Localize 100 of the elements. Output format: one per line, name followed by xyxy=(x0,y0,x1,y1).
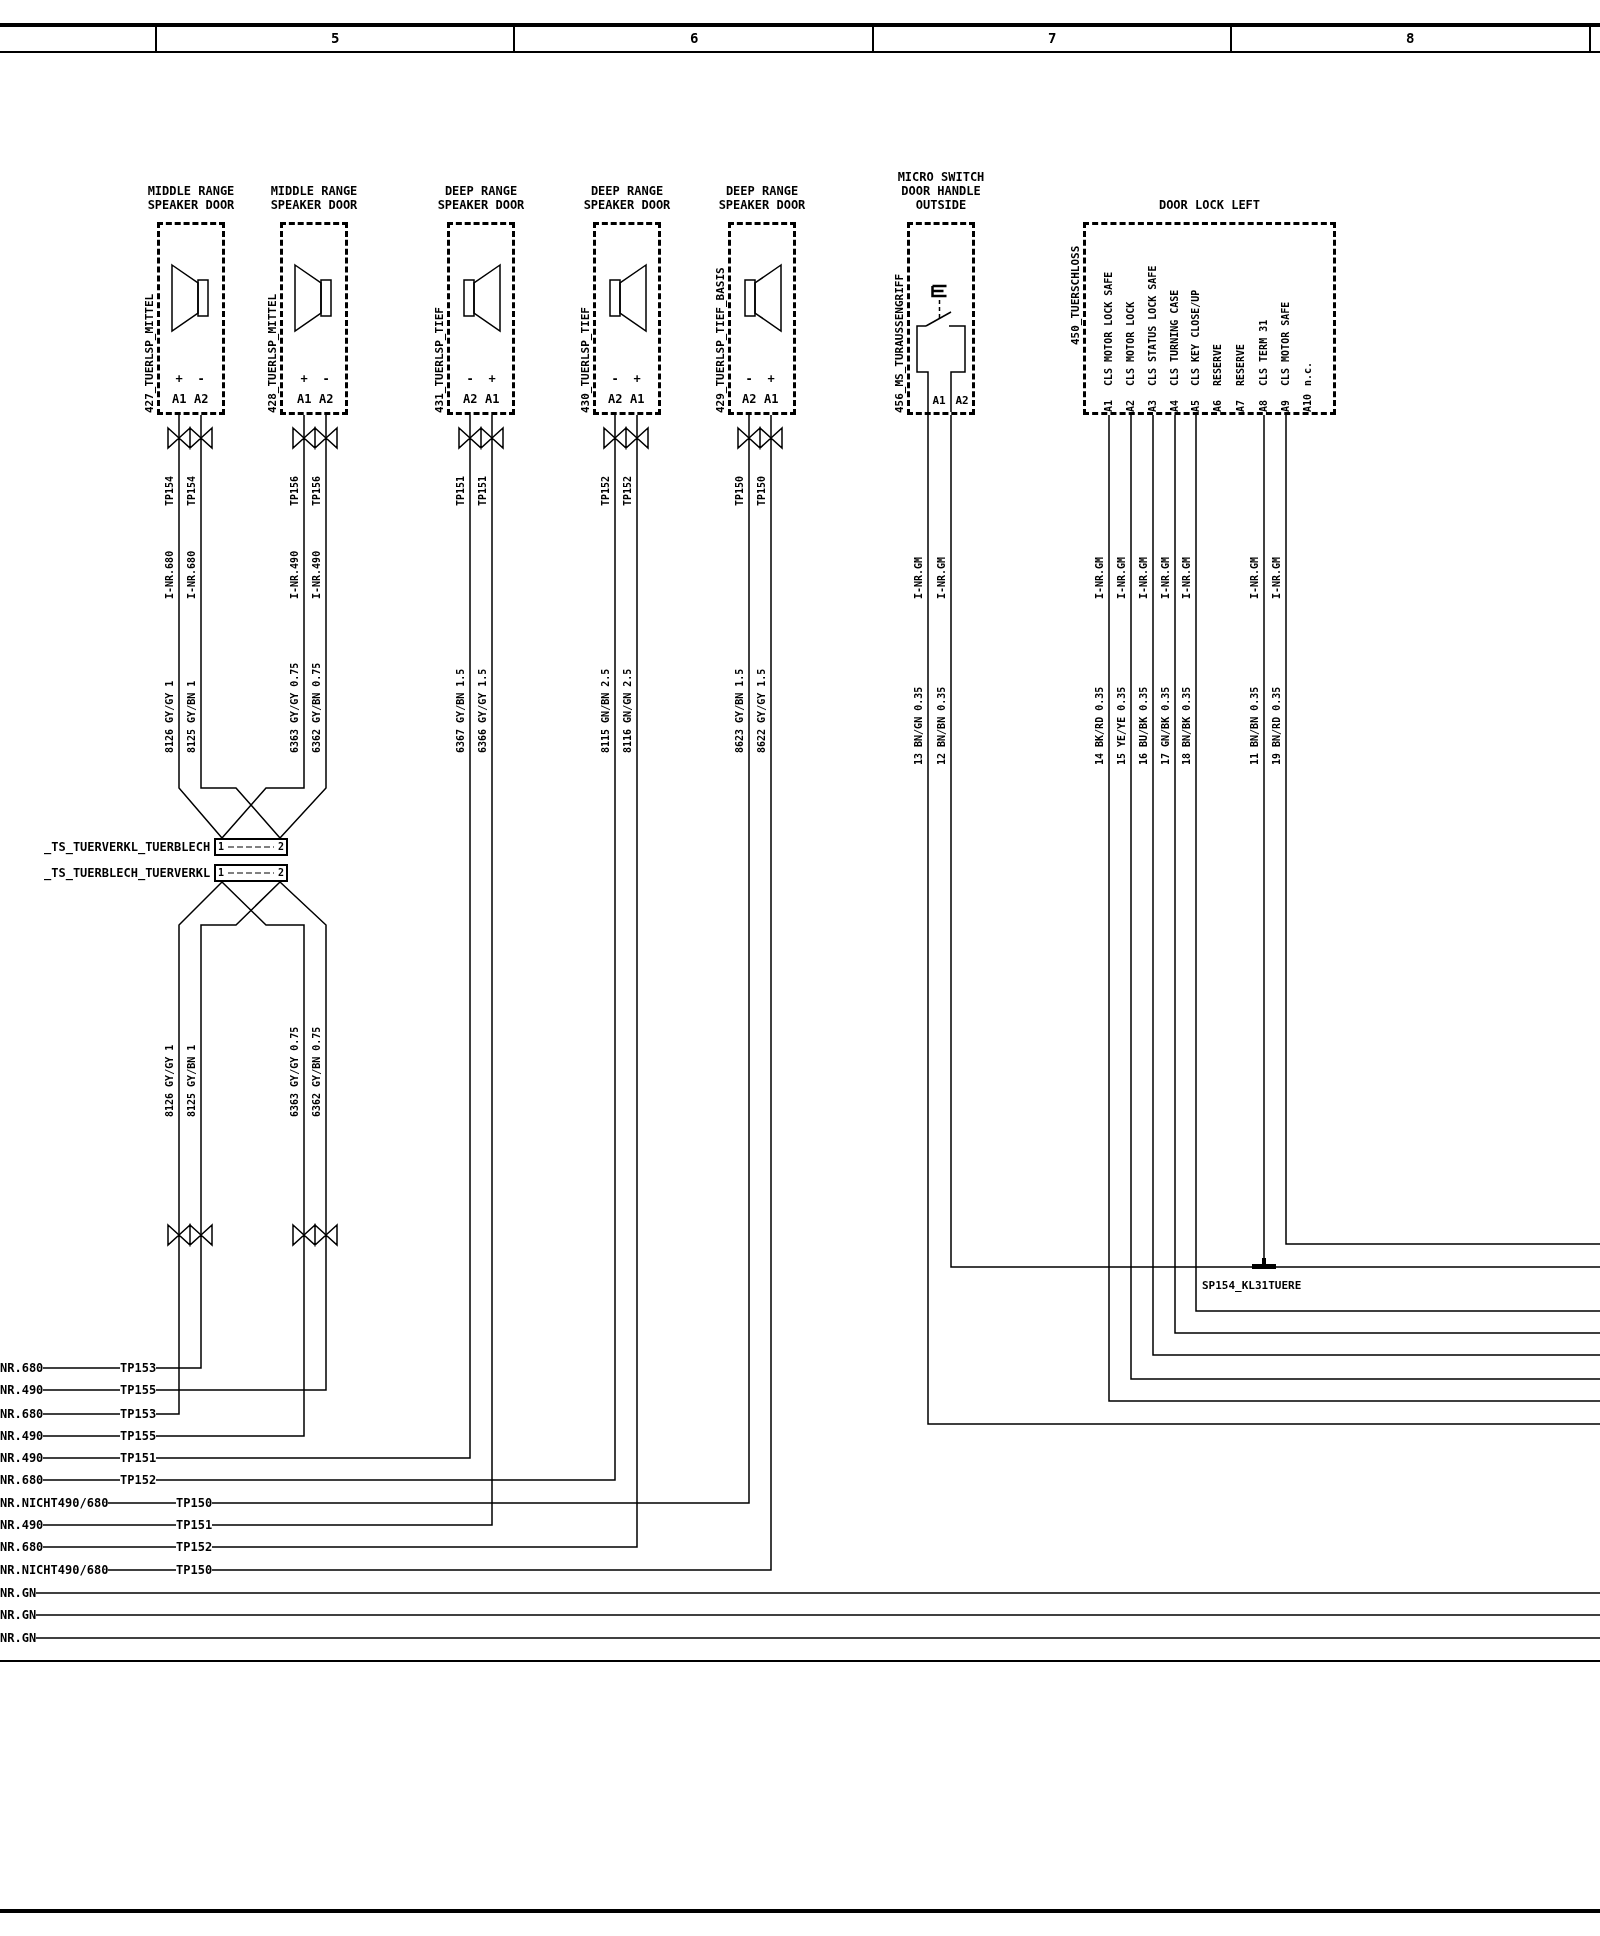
wire xyxy=(35,1614,1600,1616)
wire-label: TP151 xyxy=(455,475,467,506)
wire-label: TP151 xyxy=(120,1451,157,1465)
pin-label: A1 xyxy=(297,392,312,406)
wire xyxy=(155,881,327,1391)
wire-label: I-NR.490 xyxy=(289,550,301,599)
wire-label: 6362 GY/BN 0.75 xyxy=(311,1026,323,1117)
wire xyxy=(178,414,223,839)
pin-label: A3 xyxy=(1147,399,1159,412)
pin-function-label: CLS TERM 31 xyxy=(1258,319,1270,386)
pin-function-label: CLS TURNING CASE xyxy=(1169,289,1181,386)
wire xyxy=(155,881,305,1437)
wire-label: 14 BK/RD 0.35 xyxy=(1094,686,1106,765)
wire-label: TP152 xyxy=(176,1540,213,1554)
wire xyxy=(35,1637,1600,1639)
pin-function-label: RESERVE xyxy=(1235,343,1247,386)
pin-function-label: RESERVE xyxy=(1212,343,1224,386)
wire-label: TP156 xyxy=(289,475,301,506)
wire xyxy=(950,414,1201,1268)
pin-label: 1 xyxy=(218,841,225,853)
wire-label: NR.680 xyxy=(0,1540,44,1554)
wire-label: I-NR.GM xyxy=(1094,556,1106,599)
wire xyxy=(221,414,305,839)
pin-label: 2 xyxy=(278,841,285,853)
wire-label: I-NR.GM xyxy=(1271,556,1283,599)
pin-label: A1 xyxy=(172,392,187,406)
pin-label: A8 xyxy=(1258,399,1270,412)
wire xyxy=(1339,1266,1600,1268)
wire-label: TP150 xyxy=(756,475,768,506)
column-number: 5 xyxy=(331,30,340,46)
wire xyxy=(155,414,471,1459)
pin-label: A1 xyxy=(764,392,779,406)
column-number: 6 xyxy=(690,30,699,46)
wire-label: I-NR.GM xyxy=(1138,556,1150,599)
wire-label: TP150 xyxy=(734,475,746,506)
wire-label: 16 BU/BK 0.35 xyxy=(1138,686,1150,765)
wire-label: TP153 xyxy=(120,1407,157,1421)
wire-label: 17 GN/BK 0.35 xyxy=(1160,686,1172,765)
wire xyxy=(35,1592,1600,1594)
wire-label: TP150 xyxy=(176,1496,213,1510)
wire xyxy=(200,414,281,839)
wire-label: NR.490 xyxy=(0,1451,44,1465)
wire-label: 15 YE/YE 0.35 xyxy=(1116,686,1128,765)
wire-label: 19 BN/RD 0.35 xyxy=(1271,686,1283,765)
pin-function-label: CLS MOTOR LOCK xyxy=(1125,301,1137,386)
wire-label: TP151 xyxy=(176,1518,213,1532)
wire-label: 8622 GY/GY 1.5 xyxy=(756,668,768,753)
wire-label: TP152 xyxy=(600,475,612,506)
wire-label: I-NR.GM xyxy=(1116,556,1128,599)
wire-label: NR.490 xyxy=(0,1383,44,1397)
pin-label: A2 xyxy=(608,392,623,406)
wire-label: NR.NICHT490/680 xyxy=(0,1496,109,1510)
wire-label: TP152 xyxy=(120,1473,157,1487)
pin-label: A1 xyxy=(485,392,500,406)
pin-label: A7 xyxy=(1235,399,1247,412)
pin-label: A1 xyxy=(1103,399,1115,412)
wire-label: I-NR.490 xyxy=(311,550,323,599)
pin-label: A2 xyxy=(194,392,209,406)
connector-code: _TS_TUERBLECH_TUERVERKL xyxy=(44,866,211,880)
wire-label: I-NR.GM xyxy=(936,556,948,599)
wire xyxy=(155,881,281,1369)
wire xyxy=(211,414,493,1526)
wire-label: TP150 xyxy=(176,1563,213,1577)
pin-label: A2 xyxy=(955,393,969,407)
pin-function-label: CLS KEY CLOSE/UP xyxy=(1190,289,1202,386)
wire xyxy=(155,881,223,1415)
pin-label: A5 xyxy=(1190,399,1202,412)
wire-label: NR.NICHT490/680 xyxy=(0,1563,109,1577)
wire-label: TP152 xyxy=(622,475,634,506)
pin-function-label: n.c. xyxy=(1302,361,1314,386)
wire xyxy=(279,414,327,839)
pin-function-label: CLS STATUS LOCK SAFE xyxy=(1147,265,1159,386)
pin-label: A6 xyxy=(1212,399,1224,412)
connector-code: _TS_TUERVERKL_TUERBLECH xyxy=(44,840,211,854)
pin-function-label: CLS MOTOR LOCK SAFE xyxy=(1103,271,1115,386)
wire-label: I-NR.680 xyxy=(186,550,198,599)
pin-label: A2 xyxy=(319,392,334,406)
wire xyxy=(211,414,638,1548)
component-code: 431_TUERLSP_TIEF xyxy=(432,307,446,413)
component-code: 427_TUERLSP_MITTEL xyxy=(142,293,156,413)
component-code: 456_MS_TURAUSSENGRIFF xyxy=(892,273,906,413)
wire-label: 6362 GY/BN 0.75 xyxy=(311,662,323,753)
wire xyxy=(1285,414,1600,1245)
wire-label: I-NR.GM xyxy=(1181,556,1193,599)
pin-label: A1 xyxy=(630,392,645,406)
wire-label: 6367 GY/BN 1.5 xyxy=(455,668,467,753)
wire-label: TP156 xyxy=(311,475,323,506)
wire-label: 8125 GY/BN 1 xyxy=(186,1044,198,1117)
column-number: 7 xyxy=(1048,30,1057,46)
wire-label: NR.680 xyxy=(0,1473,44,1487)
pin-function-label: CLS MOTOR SAFE xyxy=(1280,301,1292,386)
pin-label: 1 xyxy=(218,867,225,879)
wire-label: 8115 GN/BN 2.5 xyxy=(600,668,612,753)
wire-label: I-NR.680 xyxy=(164,550,176,599)
component-code: 429_TUERLSP_TIEF_BASIS xyxy=(713,267,727,413)
wire-label: 6363 GY/GY 0.75 xyxy=(289,662,301,753)
component-code: 450_TUERSCHLOSS xyxy=(1068,245,1082,345)
wire-label: 8125 GY/BN 1 xyxy=(186,680,198,753)
wire xyxy=(927,414,1600,1425)
wire-label: NR.490 xyxy=(0,1518,44,1532)
